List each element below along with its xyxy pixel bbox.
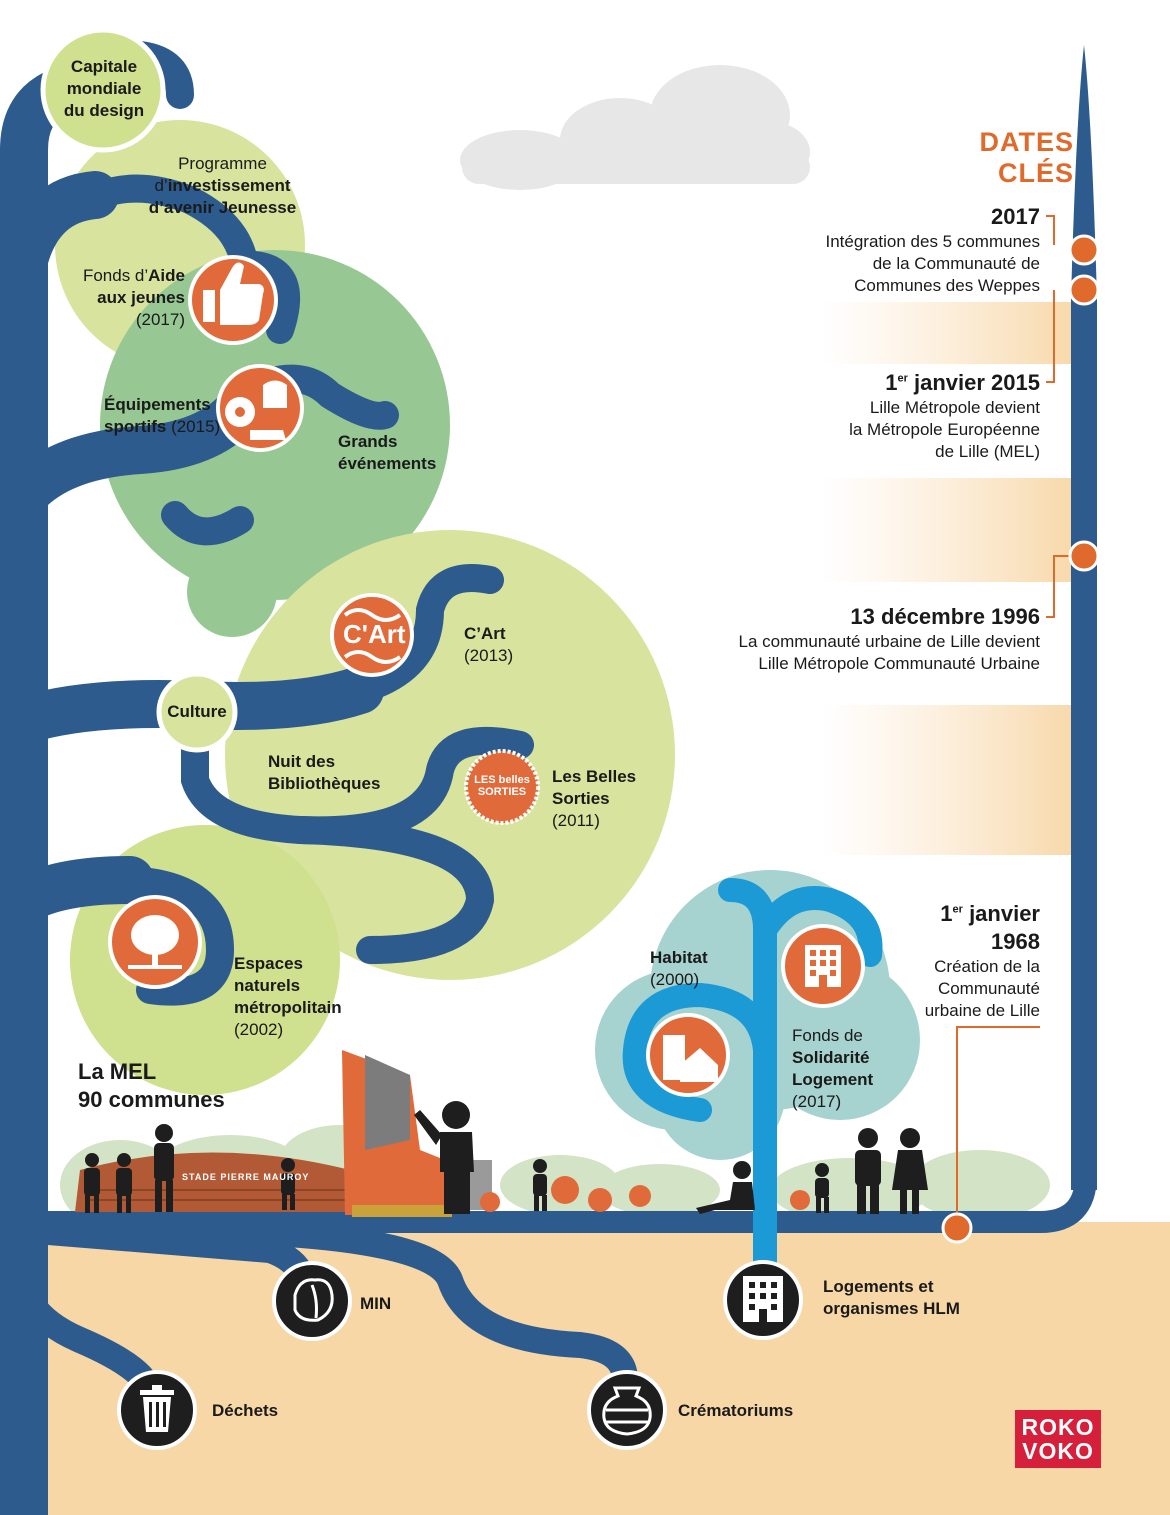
thumbs-up-icon	[203, 262, 264, 325]
timeline-band	[820, 705, 1082, 855]
date-entry-2017: 2017 Intégration des 5 communes de la Co…	[825, 204, 1040, 295]
fonds-solidarite-label: Fonds de Solidarité Logement (2017)	[792, 1026, 874, 1111]
timeline-dot-1996	[1068, 540, 1100, 572]
espaces-icon-disc	[108, 895, 202, 989]
belles-sorties-logo-text: LES belles SORTIES	[474, 774, 530, 798]
grands-evenements-label: Grands événements	[338, 432, 437, 473]
date-entry-2015: 1er janvier 2015 Lille Métropole devient…	[849, 370, 1040, 461]
couple	[855, 1128, 928, 1214]
canopy-small	[187, 547, 277, 637]
habitat-branch-left	[622, 982, 777, 1122]
sitting-person	[696, 1161, 755, 1214]
urn-icon	[602, 1386, 652, 1436]
fonds-solidarite-icon-disc	[781, 924, 865, 1008]
cloud	[460, 65, 810, 190]
habitat-branch-right	[753, 886, 883, 967]
timeline-band	[820, 478, 1082, 582]
cart-logo-text: C'Art	[343, 619, 406, 649]
family-walking	[84, 1124, 174, 1213]
rokovoko-logo: ROKO VOKO	[1015, 1410, 1101, 1468]
timeline-pole	[1071, 45, 1097, 1190]
date-entry-1996: 13 décembre 1996 La communauté urbaine d…	[738, 604, 1040, 673]
branch-invest	[0, 171, 119, 284]
ground	[0, 1222, 1170, 1515]
equipements-icon-disc	[216, 364, 304, 452]
culture-label: Culture	[167, 702, 227, 721]
timeline-dot-2015	[1068, 274, 1100, 306]
design-badge	[40, 27, 166, 153]
trash-can-icon	[140, 1385, 174, 1432]
branch-espaces-curl	[116, 866, 235, 1006]
house-icon	[663, 1035, 718, 1082]
sports-equipment-icon	[225, 380, 287, 440]
crematoriums-label: Crématoriums	[678, 1401, 794, 1420]
timeline-dot-1968	[941, 1212, 973, 1244]
walker-center	[533, 1159, 547, 1211]
logements-disc	[723, 1260, 803, 1340]
branch-cart	[346, 564, 504, 704]
nuit-bibliotheques-label: Nuit des Bibliothèques	[268, 752, 381, 793]
investissement-label: Programme d’investissement d’avenir Jeun…	[148, 154, 297, 217]
people-silhouettes	[84, 1101, 928, 1214]
cart-logo-disc	[330, 593, 414, 677]
timeline-band	[820, 302, 1082, 364]
branch-grands-low	[161, 501, 254, 546]
min-label: MIN	[360, 1294, 392, 1313]
dechets-label: Déchets	[212, 1401, 279, 1420]
stadium-label: STADE PIERRE MAUROY	[182, 1172, 310, 1182]
belles-sorties-logo-disc	[464, 749, 540, 825]
fonds-aide-label: Fonds d’Aide aux jeunes (2017)	[82, 266, 185, 329]
person-pointing	[414, 1101, 474, 1214]
root-crematoriums	[137, 1217, 638, 1393]
branch-belles	[286, 816, 495, 964]
mel-label: La MEL 90 communes	[78, 1059, 225, 1112]
habitat-label: Habitat (2000)	[650, 948, 708, 989]
fonds-aide-icon-disc	[188, 255, 278, 345]
belles-sorties-label: Les Belles Sorties (2011)	[552, 767, 637, 830]
walker-left	[281, 1158, 295, 1210]
branch-invest-curl	[86, 174, 260, 299]
date-entry-1968: 1er janvier 1968 Création de la Communau…	[924, 901, 1040, 1020]
espaces-naturels-label: Espaces naturels métropolitain (2002)	[234, 954, 342, 1039]
building-icon	[743, 1276, 783, 1322]
crematoriums-disc	[587, 1370, 667, 1450]
equipements-label: Équipements sportifs (2015)	[104, 395, 221, 436]
branch-espaces	[0, 856, 154, 924]
branch-aide-curl	[241, 251, 301, 344]
timeline-markers	[956, 215, 1072, 1225]
timeline-dot-2017	[1068, 234, 1100, 266]
tree-icon	[128, 915, 182, 969]
lettuce-icon	[293, 1278, 334, 1322]
child-walking	[815, 1163, 829, 1213]
dechets-disc	[117, 1370, 197, 1450]
stadium	[75, 1152, 350, 1212]
dates-cles-title: DATES CLÉS	[979, 127, 1074, 188]
cart-label: C’Art (2013)	[464, 624, 514, 665]
design-label: Capitale mondiale du design	[63, 57, 145, 120]
branch-nuit	[181, 706, 534, 845]
logements-label: Logements et organismes HLM	[823, 1277, 960, 1318]
habitat-trunk-base	[753, 1200, 777, 1270]
apartment-building-icon	[805, 945, 841, 987]
min-disc	[272, 1261, 352, 1341]
habitat-icon-disc	[646, 1013, 730, 1097]
culture-badge	[156, 671, 238, 753]
